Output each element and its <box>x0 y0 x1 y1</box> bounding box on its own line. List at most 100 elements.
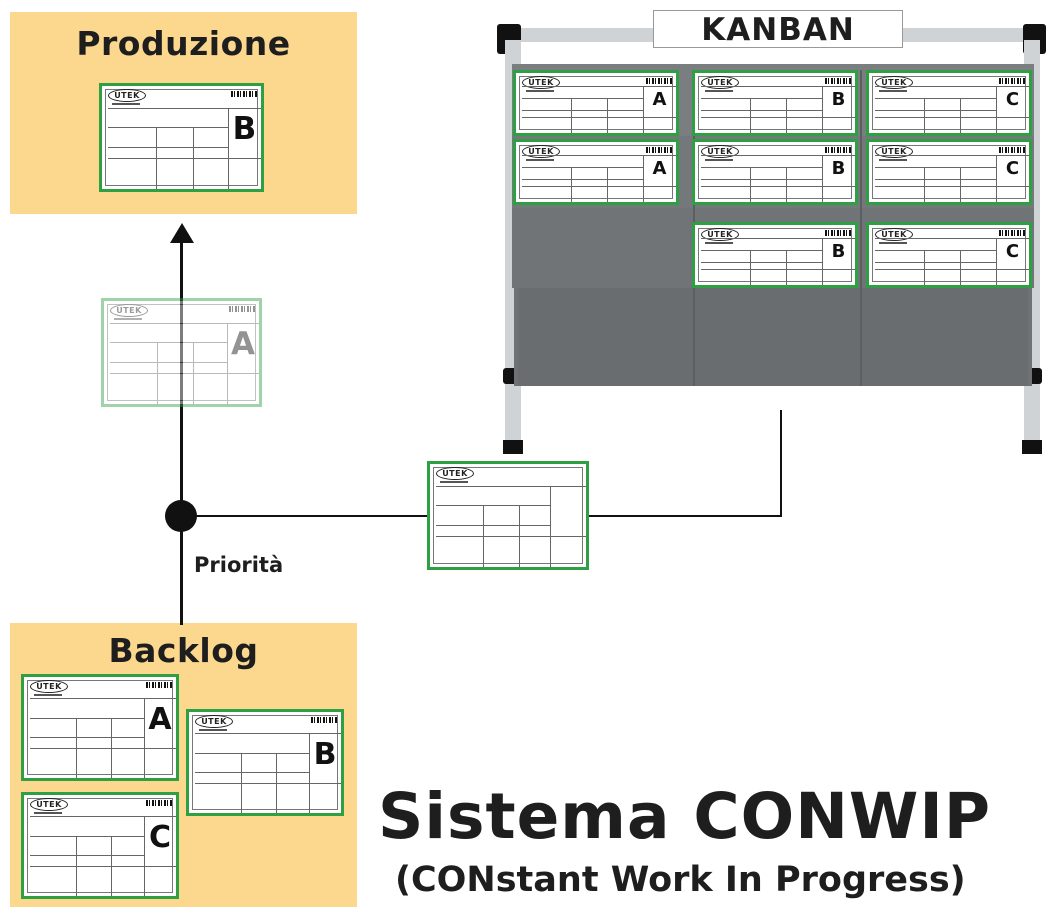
barcode-icon <box>999 78 1025 84</box>
card-grid-line <box>701 98 822 99</box>
card-grid-line <box>195 783 341 784</box>
card-class-letter: B <box>313 737 337 772</box>
utek-logo: UTEK <box>30 798 68 811</box>
card-grid-line <box>875 238 1029 239</box>
utek-logo: UTEK <box>701 228 739 241</box>
card-grid-line <box>30 866 176 867</box>
card-grid-line <box>875 250 996 251</box>
logo-underline <box>879 90 907 92</box>
utek-logo: UTEK <box>701 76 739 89</box>
card-grid-line <box>786 98 787 133</box>
barcode-icon <box>999 147 1025 153</box>
card-grid-line <box>30 698 176 699</box>
card-grid-line <box>195 733 341 734</box>
card-grid-line <box>701 250 822 251</box>
board-card-8: UTEK C <box>866 222 1032 288</box>
utek-logo: UTEK <box>110 304 148 317</box>
backlog-title: Backlog <box>108 631 259 670</box>
card-grid-line <box>875 179 996 180</box>
barcode-icon <box>825 147 851 153</box>
card-grid-line <box>436 486 586 487</box>
card-grid-line <box>875 117 1029 118</box>
logo-underline <box>34 694 62 696</box>
board-foot-left <box>503 440 523 454</box>
card-grid-line <box>924 250 925 285</box>
card-grid-line <box>76 836 77 896</box>
utek-logo: UTEK <box>195 715 233 728</box>
arrow-up-icon <box>170 223 194 243</box>
logo-underline <box>112 103 140 105</box>
card-grid-line <box>522 155 676 156</box>
flow-line-vertical <box>180 240 183 625</box>
card-grid-line <box>110 342 227 343</box>
card-grid-line <box>110 323 259 324</box>
card-grid-line <box>108 127 228 128</box>
card-grid-line <box>30 836 144 837</box>
card-grid-line <box>571 167 572 202</box>
logo-underline <box>705 90 733 92</box>
utek-logo: UTEK <box>875 228 913 241</box>
board-pocket-row-4 <box>518 288 1028 386</box>
card-grid-line <box>701 179 822 180</box>
card-class-letter: C <box>1005 241 1020 262</box>
card-grid-line <box>111 836 112 896</box>
card-grid-line <box>156 127 157 189</box>
card-class-letter: A <box>652 158 667 179</box>
card-frame <box>105 89 258 186</box>
barcode-icon <box>825 230 851 236</box>
card-grid-line <box>701 117 855 118</box>
card-grid-line <box>276 753 277 813</box>
card-grid-line <box>875 86 1029 87</box>
card-grid-line <box>822 155 823 202</box>
barcode-icon <box>146 800 172 806</box>
card-grid-line <box>960 250 961 285</box>
barcode-icon <box>229 306 255 312</box>
card-grid-line <box>111 718 112 778</box>
card-grid-line <box>875 155 1029 156</box>
main-subtitle: (CONstant Work In Progress) <box>395 860 966 900</box>
card-class-letter: C <box>148 820 172 855</box>
card-grid-line <box>436 505 550 506</box>
logo-underline <box>34 812 62 814</box>
card-grid-line <box>960 167 961 202</box>
card-class-letter: B <box>831 89 846 110</box>
barcode-icon <box>646 78 672 84</box>
main-title: Sistema CONWIP <box>378 780 992 853</box>
card-grid-line <box>643 86 644 133</box>
card-grid-line <box>195 772 309 773</box>
card-grid-line <box>960 98 961 133</box>
card-frame <box>872 76 1026 130</box>
card-grid-line <box>436 536 586 537</box>
board-foot-right <box>1022 440 1042 454</box>
card-class-letter: A <box>148 702 172 737</box>
card-grid-line <box>701 110 822 111</box>
utek-logo: UTEK <box>436 467 474 480</box>
card-grid-line <box>607 98 608 133</box>
card-grid-line <box>108 108 261 109</box>
card-grid-line <box>996 155 997 202</box>
card-grid-line <box>875 269 1029 270</box>
backlog-card-b: UTEK B <box>186 709 344 816</box>
card-grid-line <box>750 250 751 285</box>
logo-underline <box>114 318 142 320</box>
card-grid-line <box>193 127 194 189</box>
card-grid-line <box>701 86 855 87</box>
card-frame <box>872 145 1026 199</box>
card-grid-line <box>875 186 1029 187</box>
card-grid-line <box>822 238 823 285</box>
board-divider-2 <box>860 70 862 386</box>
card-grid-line <box>30 855 144 856</box>
card-grid-line <box>924 98 925 133</box>
card-grid-line <box>30 718 144 719</box>
card-grid-line <box>30 737 144 738</box>
card-grid-line <box>30 748 176 749</box>
barcode-icon <box>146 682 172 688</box>
utek-logo: UTEK <box>875 76 913 89</box>
